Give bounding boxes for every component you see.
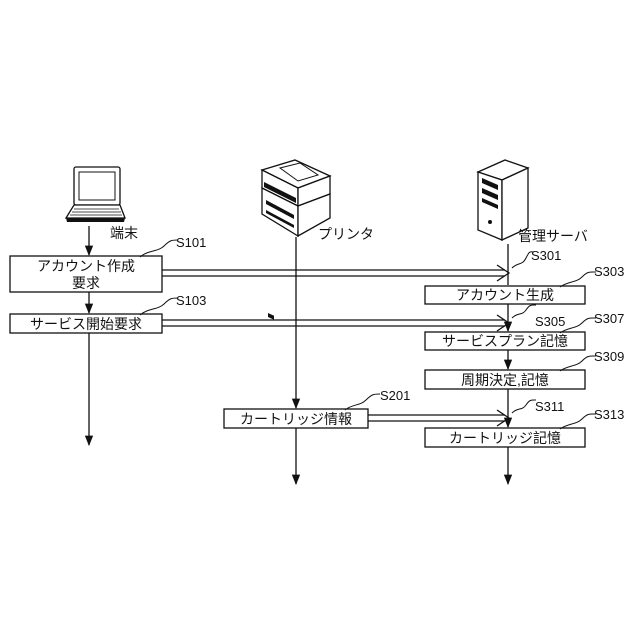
leader-s311 [512, 400, 536, 413]
step-label-s103: S103 [176, 293, 206, 308]
actor-label-terminal: 端末 [110, 225, 138, 241]
step-label-s309: S309 [594, 349, 624, 364]
leader-s303 [560, 272, 596, 287]
account-request-label-1: アカウント作成 [37, 258, 135, 274]
leader-s101 [140, 240, 178, 257]
message-arrow-cartridge-info [368, 410, 509, 426]
cartridge-store-label: カートリッジ記憶 [449, 430, 561, 446]
leader-s201 [345, 394, 380, 410]
cycle-store-label: 周期決定,記憶 [461, 372, 549, 388]
actor-label-server: 管理サーバ [518, 228, 588, 244]
actor-label-printer: プリンタ [318, 226, 374, 242]
step-label-s301: S301 [531, 248, 561, 263]
step-label-s303: S303 [594, 264, 624, 279]
step-label-s305: S305 [535, 314, 565, 329]
leader-s103 [140, 298, 178, 315]
step-label-s313: S313 [594, 407, 624, 422]
laptop-icon [66, 167, 125, 222]
service-request-label: サービス開始要求 [30, 316, 142, 332]
plan-store-label: サービスプラン記憶 [442, 333, 568, 349]
message-arrow-account-request [162, 265, 509, 281]
step-label-s307: S307 [594, 311, 624, 326]
step-label-s201: S201 [380, 388, 410, 403]
account-gen-label: アカウント生成 [456, 287, 554, 303]
leader-s309 [560, 356, 596, 371]
leader-s305 [512, 305, 536, 318]
message-arrow-service-request [162, 315, 509, 331]
account-request-label-2: 要求 [72, 275, 100, 291]
step-label-s101: S101 [176, 235, 206, 250]
leader-s307 [560, 318, 596, 333]
cartridge-info-label: カートリッジ情報 [240, 411, 352, 427]
step-label-s311: S311 [535, 399, 564, 414]
leader-s313 [560, 414, 596, 429]
